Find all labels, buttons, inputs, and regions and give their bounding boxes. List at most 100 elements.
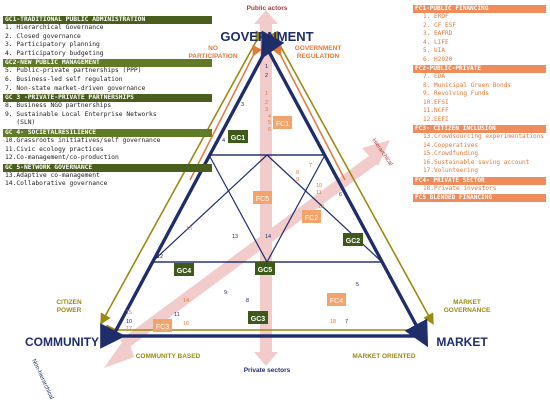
community-based-label: COMMUNITY BASED [136, 353, 201, 360]
fc-legend-item: 3. EAFRD [423, 30, 453, 37]
fc-number-1: 1 [265, 91, 268, 97]
gc-legend-item: 2. Closed governance [5, 32, 81, 40]
fc-legend-header: FC3- CITIZEN INCLUSION [413, 125, 546, 133]
fc-number-15: 15 [126, 310, 132, 316]
market-oriented-label: MARKET ORIENTED [352, 353, 416, 360]
gc-legend-item: 11.Civic ecology practices [5, 145, 104, 153]
fc-number-10: 10 [316, 183, 322, 189]
gc-legend-header: GC1-TRADITIONAL PUBLIC ADMINISTRATION [3, 16, 212, 24]
fc-legend-item: 5. UIA [423, 47, 446, 54]
fc-legend-item: 18.Private investors [423, 184, 497, 192]
fc-legend-item: 7. EDA [423, 73, 446, 80]
orange-arrows [189, 44, 346, 181]
fc-legend-item: 16.Sustainable saving account [423, 158, 530, 166]
fc-legend-item: 6. H2020 [423, 55, 453, 63]
gc5-box [255, 262, 275, 275]
gc-legend-header: GC2-NEW PUBLIC MANAGEMENT [3, 59, 212, 68]
fc-number-14: 14 [183, 298, 189, 304]
gc2-box [343, 233, 363, 246]
gc-legend-header: GC 4- SOCIETALRESILIENCE [3, 128, 212, 137]
fc-legend-header: FC2-PUBLIC-PRIVATE [413, 65, 546, 73]
fc-legend-header: FC5 BLENDED FINANCING [413, 194, 546, 202]
fc-number-4: 4 [268, 114, 271, 120]
fc-legend-item: 8. Municipal Green Bonds [423, 81, 512, 89]
fc-number-9: 9 [296, 177, 299, 183]
fc3-box [153, 319, 172, 332]
gc-number-4: 4 [222, 138, 225, 144]
fc-legend-item: 1. ERDF [423, 13, 449, 20]
gc-legend-item: 8. Business NGO partnerships [5, 102, 112, 110]
gc-number-1: 1 [265, 64, 268, 70]
gc-number-9: 9 [224, 290, 227, 296]
fc-legend-item: 9. Revolving Funds [423, 90, 490, 97]
gc-number-3: 3 [241, 102, 244, 108]
gc-legend-item: 5. Public-private partnerships (PPP) [5, 67, 142, 75]
community-label: COMMUNITY [25, 335, 99, 349]
fc-boxes: FC1 FC2 FC3 FC4 FC5 [153, 116, 346, 332]
gc-legend-header: GC 3 -PRIVATE-PRIVATE PARTNERSHIPS [3, 94, 212, 103]
fc-legend-header: FC4- PRIVATE SECTOR [413, 176, 546, 185]
non-hierarchical-label: Non-hierarchical [30, 358, 54, 400]
fc-number-5: 5 [268, 120, 271, 126]
fc-number-7: 7 [309, 163, 312, 169]
gc-legend-item: 9. Sustainable Local Enterprise Networks… [5, 110, 157, 127]
gc3-box [248, 311, 268, 324]
fc4-label: FC4 [330, 298, 343, 305]
gc-number-6: 6 [339, 192, 342, 198]
fc5-label: FC5 [256, 196, 269, 203]
fc-number-6: 6 [268, 127, 271, 133]
fc-number-8: 8 [296, 170, 299, 176]
gc-legend-item: 1. Hierarchical Governance [5, 24, 104, 31]
fc1-box [273, 116, 292, 129]
fc-number-13: 13 [186, 226, 192, 232]
fc-number-2: 2 [265, 100, 268, 106]
gc4-box [174, 263, 194, 276]
fc-number-3: 3 [265, 107, 268, 113]
fc-legend-item: 14.Cooperatives [423, 141, 479, 149]
fc3-label: FC3 [156, 324, 169, 331]
gc-legend-item: 4. Participatory budgeting [5, 49, 104, 57]
gc-number-2: 2 [265, 73, 268, 79]
gc-number-13: 13 [232, 234, 238, 240]
gc1-label: GC1 [231, 135, 246, 142]
gc-legend-item: 14.Collaborative governance [5, 180, 108, 188]
gc-legend-item: 7. Non-state market-driven governance [5, 84, 146, 92]
gc-legend-item: 13.Adaptive co-management [5, 171, 100, 179]
gc5-label: GC5 [258, 267, 273, 274]
gc1-box [228, 130, 248, 143]
fc5-box [253, 191, 272, 204]
gc-number-14: 14 [265, 234, 271, 240]
fc-legend-header: FC1-PUBLIC FINANCING [413, 5, 546, 13]
fc-number-18: 18 [330, 319, 336, 325]
fc-number-17: 17 [126, 326, 132, 332]
fc-number-12: 12 [318, 204, 324, 210]
fc-legend-item: 17.Volunteering [423, 167, 479, 174]
fc-number-16: 16 [183, 321, 189, 327]
gc-legend-item: 3. Participatory planning [5, 41, 100, 49]
fc-legend-item: 13.Crowdsourcing experimentations [423, 133, 545, 140]
gc-number-12: 12 [157, 254, 163, 260]
fc4-box [327, 293, 346, 306]
gc-number-11: 11 [174, 312, 180, 318]
gc-number-7: 7 [345, 319, 348, 325]
gc-number-8: 8 [246, 298, 249, 304]
fc2-box [302, 210, 321, 223]
gc2-label: GC2 [346, 238, 361, 245]
public-actors-label: Public actors [247, 5, 288, 12]
fc-legend-item: 4. LIFE [423, 38, 449, 46]
fc-number-11: 11 [316, 190, 322, 196]
market-label: MARKET [436, 335, 488, 349]
fc1-label: FC1 [276, 121, 289, 128]
government-label: GOVERNMENT [220, 29, 313, 44]
fc-legend-item: 11.NCFF [423, 107, 449, 114]
gc-legend-item: 12.Co-management/co-production [5, 154, 119, 162]
